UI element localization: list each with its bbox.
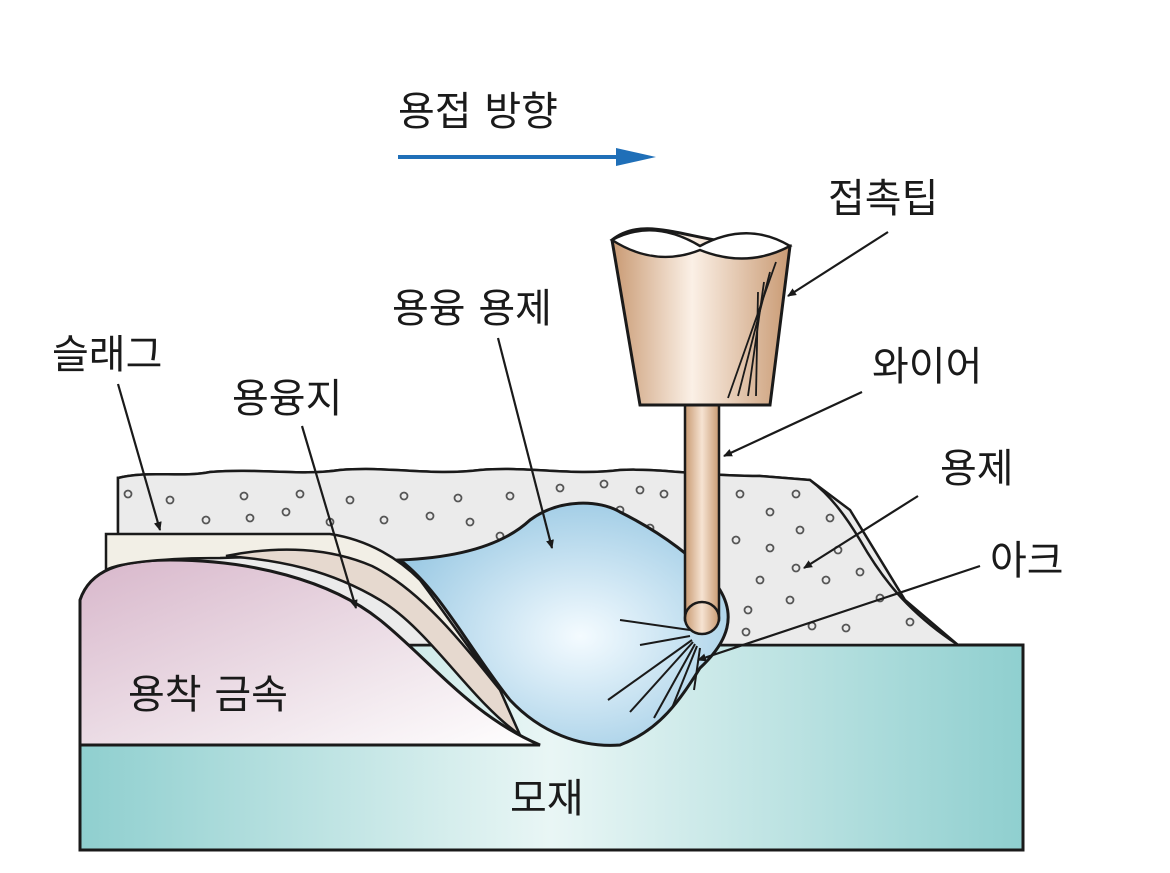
leader-molten-pool — [300, 425, 358, 609]
leader-arc — [697, 564, 981, 662]
leader-wire — [723, 391, 863, 457]
leader-molten-flux — [496, 337, 554, 549]
contact-tip-label: 접촉팁 — [828, 176, 938, 222]
direction-label: 용접 방향 — [398, 89, 558, 135]
slag-crust — [225, 548, 523, 739]
leader-contact-tip — [787, 231, 889, 297]
direction-arrow — [398, 148, 656, 166]
wire-label: 와이어 — [872, 344, 982, 390]
leader-flux — [803, 495, 919, 569]
wire-tip — [683, 600, 721, 636]
base-metal-label: 모재 — [510, 776, 584, 822]
leader-slag — [116, 383, 162, 531]
molten-pool — [395, 501, 730, 747]
molten-flux-label: 용융 용제 — [392, 286, 552, 332]
arc-label: 아크 — [990, 538, 1064, 584]
flux-label: 용제 — [940, 446, 1014, 492]
deposited-metal-label: 용착 금속 — [128, 672, 288, 718]
contact-tip-hatch — [727, 261, 777, 399]
molten-pool-label: 용융지 — [232, 376, 342, 422]
wire — [683, 398, 721, 622]
contact-tip-bore — [609, 229, 793, 260]
leader-lines — [116, 231, 981, 662]
slag-label: 슬래그 — [52, 332, 162, 378]
